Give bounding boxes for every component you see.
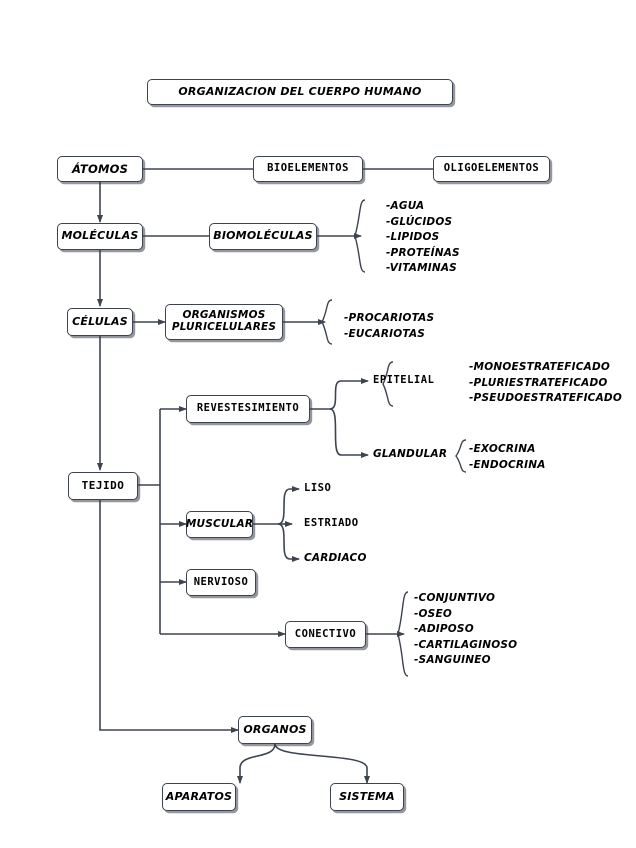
node-sistema[interactable]: SISTEMA	[330, 783, 404, 811]
brace-organismos	[321, 299, 333, 345]
list-glandular: -EXOCRINA -ENDOCRINA	[469, 443, 546, 471]
wire-rev-epitelial	[329, 378, 369, 410]
node-organos[interactable]: ORGANOS	[238, 716, 312, 744]
node-tejido[interactable]: TEJIDO	[68, 472, 138, 500]
wire-muscular-liso	[277, 486, 300, 525]
list-conectivo: -CONJUNTIVO -OSEO -ADIPOSO -CARTILAGINOS…	[414, 592, 518, 666]
label-epitelial: EPITELIAL	[373, 374, 435, 386]
list-epitelial: -MONOESTRATEFICADO -PLURIESTRATEFICADO -…	[469, 361, 622, 404]
wire-organos-aparatos	[237, 743, 276, 784]
node-bioelementos[interactable]: BIOELEMENTOS	[253, 156, 363, 182]
node-oligoelementos[interactable]: OLIGOELEMENTOS	[433, 156, 550, 182]
node-nervioso[interactable]: NERVIOSO	[186, 569, 256, 596]
list-organismos: -PROCARIOTAS -EUCARIOTAS	[344, 312, 435, 340]
brace-conectivo	[397, 591, 409, 677]
node-muscular[interactable]: MUSCULAR	[186, 511, 253, 538]
brace-biomoleculas	[354, 199, 366, 273]
node-atomos[interactable]: ÁTOMOS	[57, 156, 143, 182]
node-aparatos[interactable]: APARATOS	[162, 783, 236, 811]
wire-muscular-cardiaco	[277, 523, 300, 562]
label-liso: LISO	[304, 482, 332, 494]
node-biomoleculas[interactable]: BIOMOLÉCULAS	[209, 223, 317, 250]
wire-rev-glandular	[329, 408, 369, 458]
label-glandular: GLANDULAR	[373, 448, 448, 460]
label-estriado: ESTRIADO	[304, 517, 359, 529]
label-cardiaco: CARDIACO	[304, 552, 367, 564]
node-revestesimiento[interactable]: REVESTESIMIENTO	[186, 395, 310, 423]
node-organismos-pluricelulares[interactable]: ORGANISMOS PLURICELULARES	[165, 304, 283, 340]
node-conectivo[interactable]: CONECTIVO	[285, 621, 366, 648]
wire-organos-sistema	[274, 743, 370, 784]
node-celulas[interactable]: CÉLULAS	[67, 308, 133, 336]
brace-glandular	[455, 439, 467, 473]
page-title: ORGANIZACION DEL CUERPO HUMANO	[147, 79, 453, 105]
node-moleculas[interactable]: MOLÉCULAS	[57, 223, 143, 250]
list-biomoleculas: -AGUA -GLÚCIDOS -LIPIDOS -PROTEÍNAS -VIT…	[386, 200, 460, 274]
